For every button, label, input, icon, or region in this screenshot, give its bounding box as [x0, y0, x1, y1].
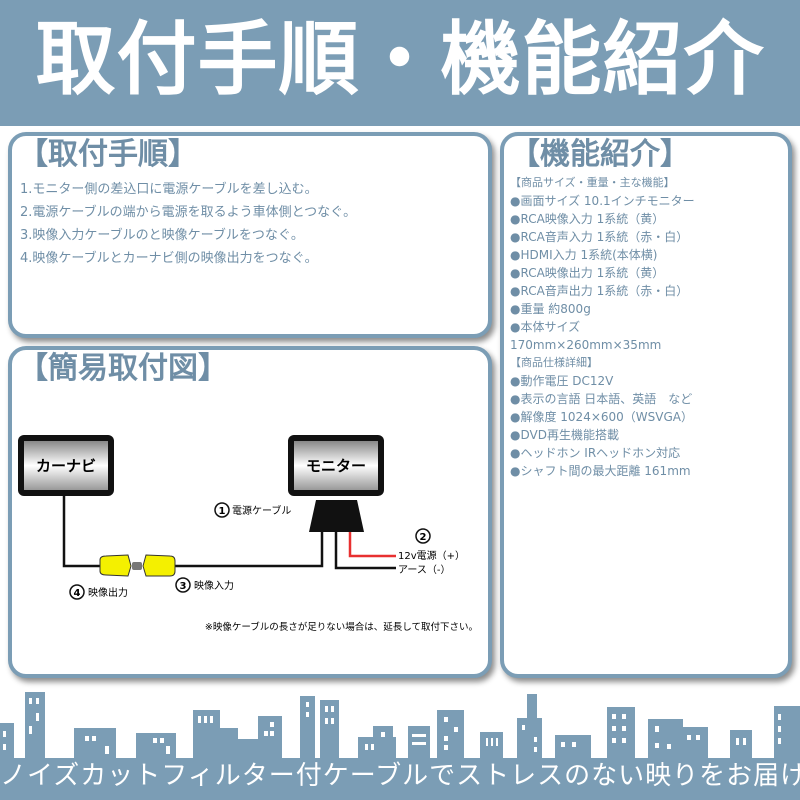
diagram-title: 【簡易取付図】: [18, 351, 228, 386]
video-input-plug: [142, 554, 176, 577]
video-input-label: 映像入力: [194, 579, 234, 592]
car-navi-label: カーナビ: [36, 457, 96, 475]
feature-item: ●RCA映像出力 1系統（黄）: [510, 266, 665, 280]
header-banner: 取付手順・機能紹介: [0, 0, 800, 126]
page-title: 取付手順・機能紹介: [35, 13, 765, 106]
video-output-plug: [99, 554, 132, 577]
step-item: 2.電源ケーブルの端から電源を取るよう車体側とつなぐ。: [20, 205, 357, 220]
wiring-diagram: カーナビ モニター 1 電源ケーブル 2 12v電源（+） アース（-） 3 映…: [18, 435, 478, 633]
feature-item: ●シャフト間の最大距離 161mm: [510, 464, 691, 478]
feature-item: ●ヘッドホン IRヘッドホン対応: [510, 446, 681, 460]
video-output-label: 映像出力: [88, 586, 128, 599]
step-item: 1.モニター側の差込口に電源ケーブルを差し込む。: [20, 182, 318, 197]
diagram-panel: 【簡易取付図】 カーナビ モニター 1 電源ケーブル 2 12v電源（+）: [8, 346, 492, 678]
power-12v-label: 12v電源（+）: [398, 549, 465, 562]
install-steps-title: 【取付手順】: [18, 137, 198, 172]
monitor-label: モニター: [306, 457, 366, 475]
features-panel: 【機能紹介】 【商品サイズ・重量・主な機能】 ●画面サイズ 10.1インチモニタ…: [500, 132, 792, 678]
label-number-1: 1: [219, 506, 226, 517]
label-number-4: 4: [74, 588, 81, 599]
power-connector: [309, 500, 364, 532]
footer-slogan: ノイズカットフィルター付ケーブルでストレスのない映りをお届け!: [0, 761, 800, 791]
video-cable-monitor: [175, 532, 324, 568]
feature-item: ●表示の言語 日本語、英語 など: [510, 392, 693, 406]
city-skyline-footer: [0, 692, 800, 800]
features-list: 【商品サイズ・重量・主な機能】 ●画面サイズ 10.1インチモニター ●RCA映…: [510, 174, 695, 480]
feature-item: ●RCA映像入力 1系統（黄）: [510, 212, 665, 226]
ground-label: アース（-）: [398, 564, 451, 576]
feature-item: 170mm×260mm×35mm: [510, 338, 662, 352]
install-steps-panel: 【取付手順】 1.モニター側の差込口に電源ケーブルを差し込む。 2.電源ケーブル…: [8, 132, 492, 338]
feature-item: ●DVD再生機能搭載: [510, 428, 619, 442]
feature-item: ●動作電圧 DC12V: [510, 374, 614, 388]
video-cable-navi: [62, 496, 100, 568]
feature-item: ●画面サイズ 10.1インチモニター: [510, 194, 695, 208]
step-item: 3.映像入力ケーブルのと映像ケーブルをつなぐ。: [20, 228, 304, 243]
feature-item: ●RCA音声出力 1系統（赤・白）: [510, 284, 689, 298]
feature-item: ●重量 約800g: [510, 302, 591, 316]
feature-section-heading: 【商品仕様詳細】: [510, 356, 598, 369]
feature-item: ●HDMI入力 1系統(本体横): [510, 248, 658, 262]
step-item: 4.映像ケーブルとカーナビ側の映像出力をつなぐ。: [20, 251, 318, 266]
label-number-3: 3: [180, 581, 187, 592]
features-title: 【機能紹介】: [510, 137, 690, 172]
feature-section-heading: 【商品サイズ・重量・主な機能】: [510, 176, 675, 189]
feature-item: ●解像度 1024×600（WSVGA）: [510, 410, 693, 424]
extension-note: ※映像ケーブルの長さが足りない場合は、延長して取付下さい。: [205, 621, 478, 633]
feature-item: ●本体サイズ: [510, 320, 581, 334]
install-steps-list: 1.モニター側の差込口に電源ケーブルを差し込む。 2.電源ケーブルの端から電源を…: [20, 178, 356, 270]
power-cable-label: 電源ケーブル: [232, 504, 291, 517]
label-number-2: 2: [420, 532, 427, 543]
power-wire: [348, 532, 396, 558]
feature-item: ●RCA音声入力 1系統（赤・白）: [510, 230, 689, 244]
ground-wire: [334, 532, 396, 570]
